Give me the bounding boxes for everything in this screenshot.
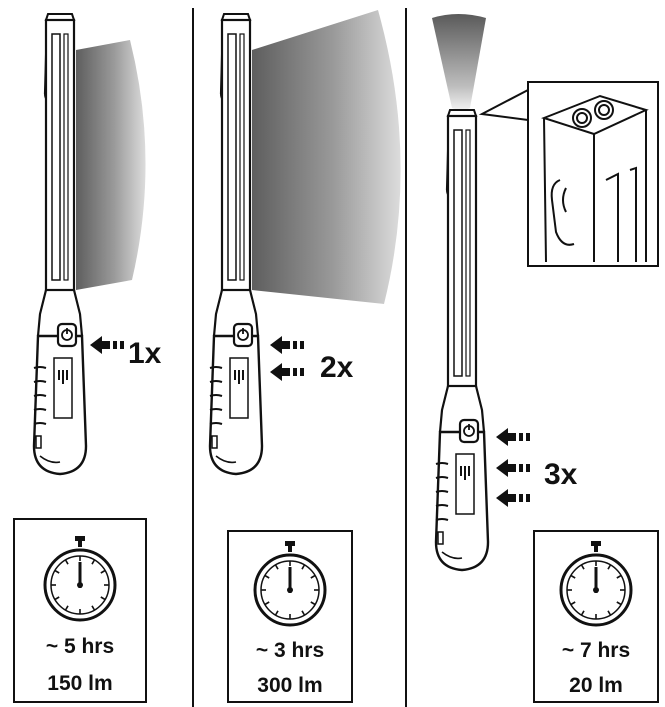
- work-light-icon: [434, 108, 490, 572]
- runtime-label: ~ 5 hrs: [46, 635, 114, 658]
- torch-head-drawing: [541, 94, 649, 263]
- panel-1: 1x ~ 5 hrs 150 lm: [13, 12, 162, 703]
- spot-beam: [432, 14, 486, 110]
- lumens-label: 300 lm: [257, 674, 322, 697]
- panel-2: 2x ~ 3 hrs 300 lm: [208, 10, 401, 703]
- lumens-label: 20 lm: [569, 674, 623, 697]
- press-count-label: 2x: [320, 351, 354, 384]
- press-count-label: 3x: [544, 458, 578, 491]
- runtime-label: ~ 7 hrs: [562, 639, 630, 662]
- lumens-label: 150 lm: [47, 672, 112, 695]
- runtime-label: ~ 3 hrs: [256, 639, 324, 662]
- panel-3: 3x ~ 7 hrs 20 lm: [432, 14, 659, 703]
- press-count-label: 1x: [128, 337, 162, 370]
- arrow-icon: [496, 428, 530, 507]
- arrow-icon: [270, 336, 304, 381]
- wide-beam-bright: [252, 10, 401, 304]
- arrow-icon: [90, 336, 124, 354]
- wide-beam: [76, 40, 146, 290]
